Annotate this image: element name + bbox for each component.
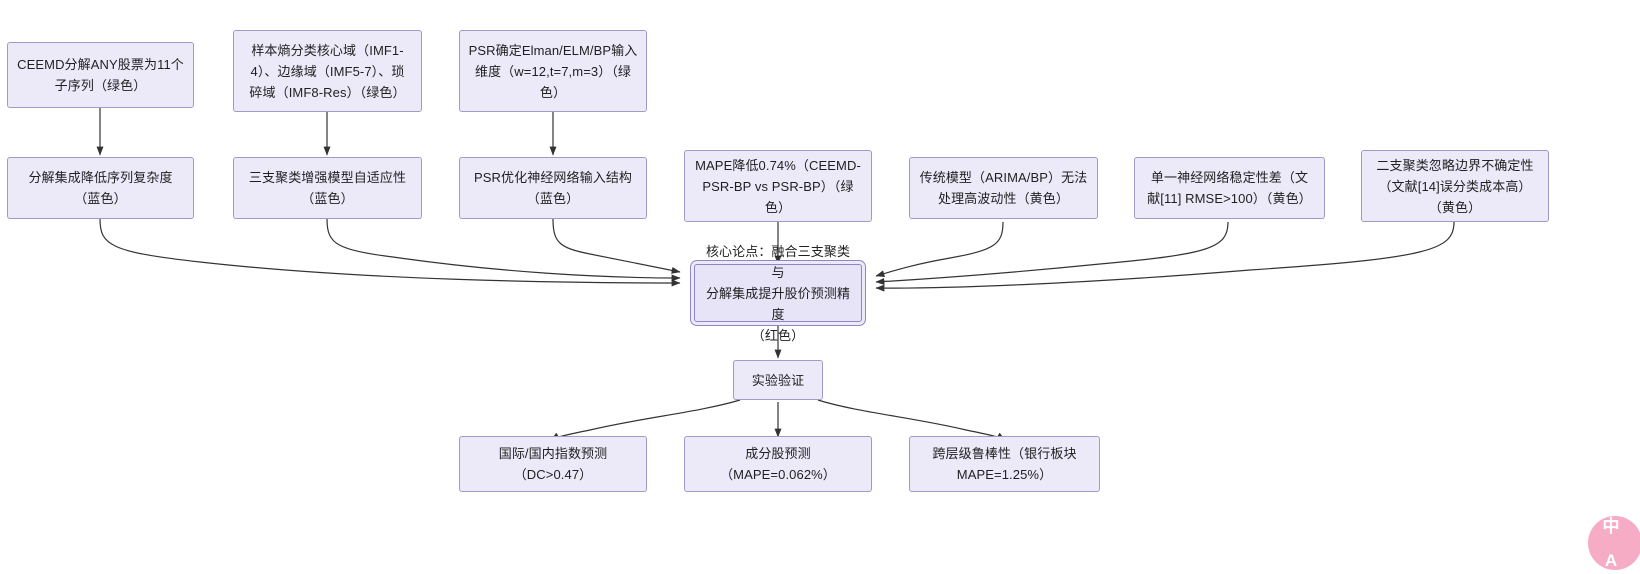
node-two-way-boundary[interactable]: 二支聚类忽略边界不确定性 （文献[14]误分类成本高） （黄色）	[1361, 150, 1549, 222]
node-three-way-adaptive-label: 三支聚类增强模型自适应性 （蓝色）	[248, 170, 407, 206]
node-mape-improvement-label: MAPE降低0.74%（CEEMD- PSR-BP vs PSR-BP）（绿 色…	[695, 157, 861, 215]
node-experiment-label: 实验验证	[751, 372, 805, 388]
node-three-way-adaptive[interactable]: 三支聚类增强模型自适应性 （蓝色）	[233, 157, 422, 219]
node-core-thesis-label: 核心论点：融合三支聚类与 分解集成提升股价预测精度 （红色）	[705, 243, 851, 343]
node-ceemd-decompose[interactable]: CEEMD分解ANY股票为11个 子序列（绿色）	[7, 42, 194, 108]
edge-traditional-to-core	[875, 221, 1004, 278]
node-result-index[interactable]: 国际/国内指数预测 （DC>0.47）	[459, 436, 647, 492]
node-psr-dimension[interactable]: PSR确定Elman/ELM/BP输入 维度（w=12,t=7,m=3）（绿 色…	[459, 30, 647, 112]
edge-complexity-to-core	[99, 218, 681, 287]
watermark-line1: 中	[1602, 516, 1620, 536]
edge-optimize-to-core	[552, 218, 681, 274]
node-sample-entropy[interactable]: 样本熵分类核心域（IMF1- 4）、边缘域（IMF5-7）、琐 碎域（IMF8-…	[233, 30, 422, 112]
node-single-nn-unstable-label: 单一神经网络稳定性差（文 献[11] RMSE>100）（黄色）	[1147, 170, 1312, 206]
node-reduce-complexity-label: 分解集成降低序列复杂度 （蓝色）	[28, 170, 173, 206]
node-psr-dimension-label: PSR确定Elman/ELM/BP输入 维度（w=12,t=7,m=3）（绿 色…	[468, 42, 638, 100]
node-traditional-limits-label: 传统模型（ARIMA/BP）无法 处理高波动性（黄色）	[919, 170, 1088, 206]
node-core-thesis[interactable]: 核心论点：融合三支聚类与 分解集成提升股价预测精度 （红色）	[694, 244, 862, 343]
edge-twoway-to-core	[875, 221, 1455, 292]
edge-adaptive-to-core	[326, 218, 681, 282]
node-experiment[interactable]: 实验验证	[733, 360, 823, 400]
node-single-nn-unstable[interactable]: 单一神经网络稳定性差（文 献[11] RMSE>100）（黄色）	[1134, 157, 1325, 219]
node-result-constituent-label: 成分股预测 （MAPE=0.062%）	[720, 446, 836, 482]
edge-singlenn-to-core	[875, 221, 1229, 286]
node-reduce-complexity[interactable]: 分解集成降低序列复杂度 （蓝色）	[7, 157, 194, 219]
node-result-index-label: 国际/国内指数预测 （DC>0.47）	[498, 446, 608, 482]
node-psr-optimize[interactable]: PSR优化神经网络输入结构 （蓝色）	[459, 157, 647, 219]
node-psr-optimize-label: PSR优化神经网络输入结构 （蓝色）	[473, 170, 633, 206]
watermark-badge: 中 A	[1588, 516, 1640, 570]
edge-experiment-to-index	[550, 399, 741, 441]
node-result-constituent[interactable]: 成分股预测 （MAPE=0.062%）	[684, 436, 872, 492]
node-ceemd-decompose-label: CEEMD分解ANY股票为11个 子序列（绿色）	[17, 57, 184, 93]
node-two-way-boundary-label: 二支聚类忽略边界不确定性 （文献[14]误分类成本高） （黄色）	[1376, 157, 1534, 215]
watermark-line2: A	[1604, 550, 1618, 570]
node-result-robustness[interactable]: 跨层级鲁棒性（银行板块 MAPE=1.25%）	[909, 436, 1100, 492]
node-mape-improvement[interactable]: MAPE降低0.74%（CEEMD- PSR-BP vs PSR-BP）（绿 色…	[684, 150, 872, 222]
node-result-robustness-label: 跨层级鲁棒性（银行板块 MAPE=1.25%）	[932, 446, 1077, 482]
edge-experiment-to-robustness	[817, 399, 1006, 441]
node-sample-entropy-label: 样本熵分类核心域（IMF1- 4）、边缘域（IMF5-7）、琐 碎域（IMF8-…	[249, 42, 406, 100]
node-traditional-limits[interactable]: 传统模型（ARIMA/BP）无法 处理高波动性（黄色）	[909, 157, 1098, 219]
